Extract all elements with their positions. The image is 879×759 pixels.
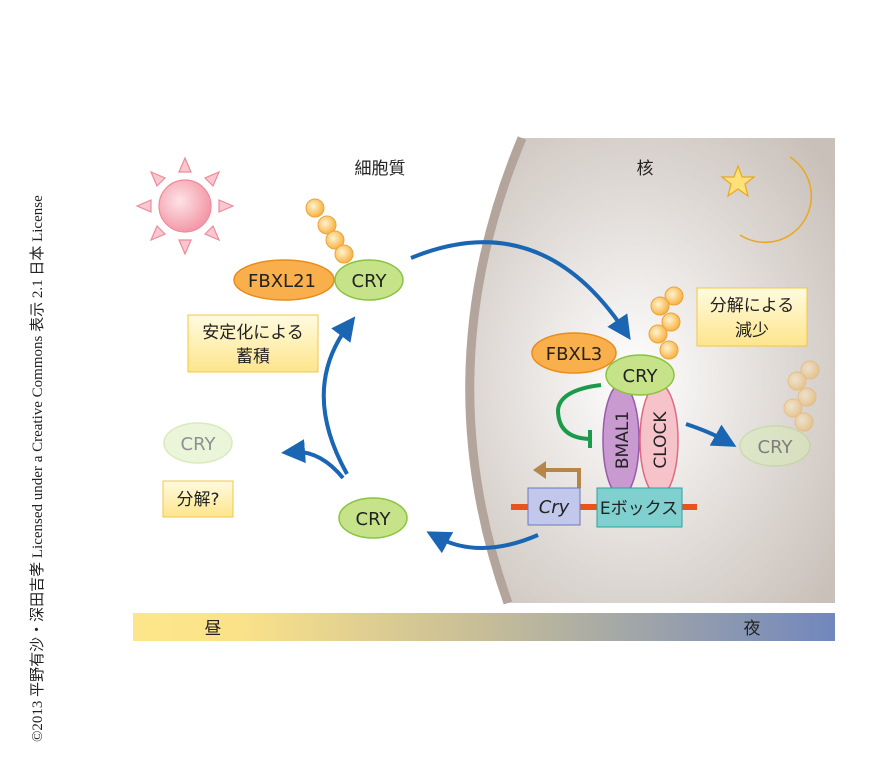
bmal1-protein: BMAL1 bbox=[602, 383, 640, 497]
svg-text:蓄積: 蓄積 bbox=[236, 347, 270, 367]
degraded-cry-cytoplasm: CRY bbox=[163, 422, 233, 464]
svg-text:Eボックス: Eボックス bbox=[600, 499, 678, 519]
arrow-to-nucleus bbox=[410, 240, 631, 340]
degradation-note: 分解による 減少 bbox=[696, 287, 808, 347]
svg-text:CRY: CRY bbox=[758, 437, 794, 458]
svg-text:FBXL21: FBXL21 bbox=[248, 271, 316, 292]
svg-text:Cry: Cry bbox=[539, 497, 570, 518]
cytoplasm-label: 細胞質 bbox=[355, 159, 406, 179]
arrow-to-cytoplasm bbox=[426, 531, 539, 554]
nucleus-label: 核 bbox=[637, 159, 654, 179]
day-night-bar bbox=[133, 613, 835, 641]
inhibition-arrow bbox=[555, 383, 602, 448]
moon-icon bbox=[739, 156, 813, 244]
cry-protein-nucleus: CRY bbox=[605, 354, 675, 396]
copyright-text: ©2013 平野有沙・深田吉孝 Licensed under a Creativ… bbox=[29, 195, 46, 742]
stabilization-note: 安定化による 蓄積 bbox=[187, 314, 319, 373]
clock-protein: CLOCK bbox=[639, 383, 679, 497]
fbxl3-protein: FBXL3 bbox=[531, 332, 617, 374]
fbxl21-protein: FBXL21 bbox=[233, 259, 335, 301]
arrow-to-degradation bbox=[281, 439, 345, 480]
svg-text:CLOCK: CLOCK bbox=[651, 411, 671, 469]
svg-text:CRY: CRY bbox=[352, 271, 388, 292]
svg-text:CRY: CRY bbox=[623, 366, 659, 387]
svg-text:BMAL1: BMAL1 bbox=[613, 411, 633, 469]
svg-text:CRY: CRY bbox=[181, 434, 217, 455]
degradation-question-note: 分解? bbox=[162, 480, 234, 518]
faded-beads-nucleus bbox=[783, 360, 820, 432]
nuclear-envelope bbox=[465, 136, 527, 605]
svg-text:安定化による: 安定化による bbox=[202, 323, 304, 343]
day-label: 昼 bbox=[205, 619, 222, 639]
svg-text:分解による: 分解による bbox=[710, 296, 795, 316]
arrow-to-faded-cry bbox=[685, 422, 737, 447]
e-box: Eボックス bbox=[596, 487, 683, 528]
svg-text:分解?: 分解? bbox=[176, 490, 219, 510]
ubiquitin-chain-nucleus bbox=[648, 286, 684, 360]
transcription-arrow bbox=[545, 468, 581, 488]
svg-text:減少: 減少 bbox=[735, 321, 769, 341]
sun-icon bbox=[135, 156, 235, 256]
cry-gene: Cry bbox=[527, 487, 581, 526]
arrow-cry-up bbox=[321, 316, 356, 475]
svg-text:CRY: CRY bbox=[356, 509, 392, 530]
star-icon bbox=[720, 164, 756, 198]
degraded-cry-nucleus: CRY bbox=[739, 425, 811, 467]
night-label: 夜 bbox=[744, 619, 761, 639]
ubiquitin-chain bbox=[305, 198, 354, 264]
cry-protein-exported: CRY bbox=[338, 497, 408, 539]
transcription-arrowhead bbox=[533, 461, 546, 479]
cry-protein-cytoplasm: CRY bbox=[334, 259, 404, 301]
svg-text:FBXL3: FBXL3 bbox=[546, 344, 603, 365]
